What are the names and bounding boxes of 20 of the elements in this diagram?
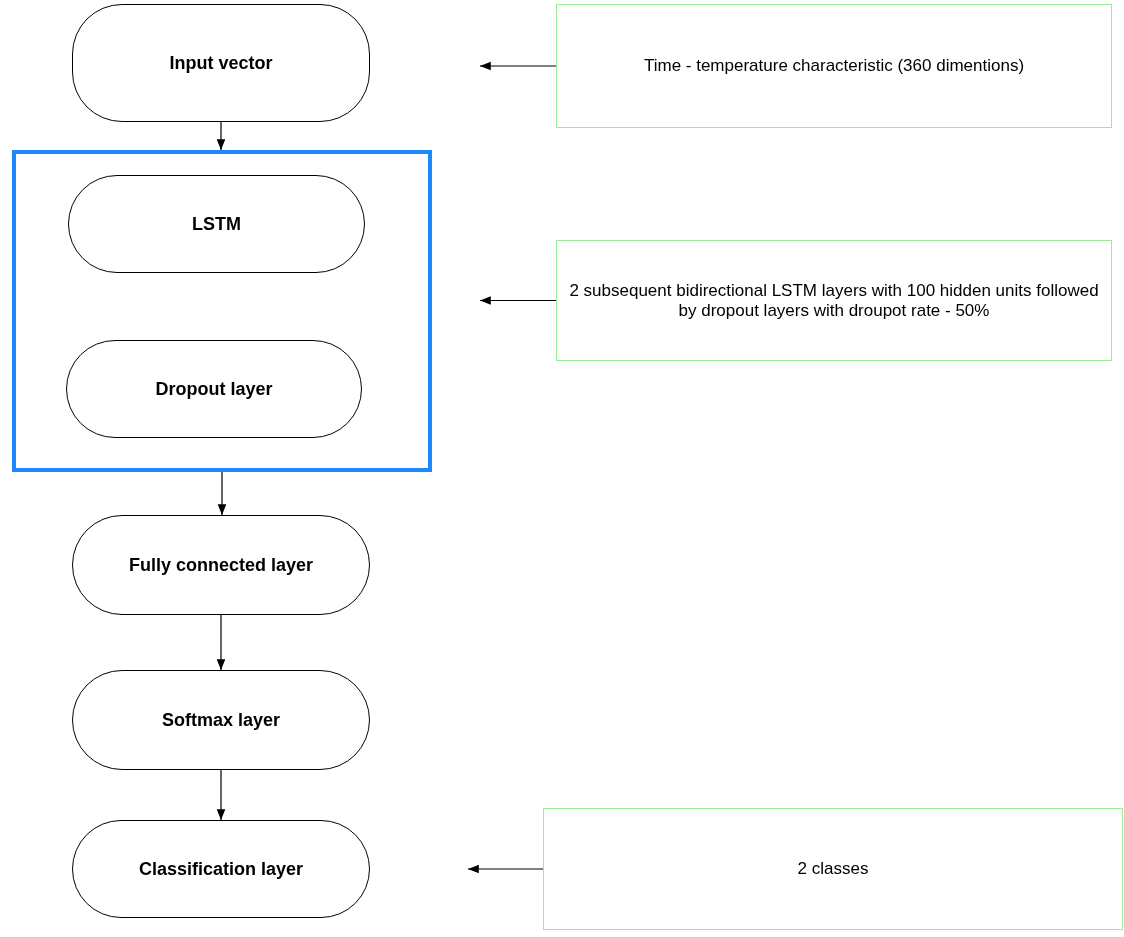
note-box — [556, 4, 1112, 128]
note-box — [543, 808, 1123, 930]
arrow — [216, 121, 226, 151]
node-label: Input vector — [169, 52, 273, 74]
note-text: 2 classes — [797, 859, 869, 879]
arrow — [216, 769, 226, 821]
arrow — [216, 614, 226, 671]
node-label: Classification layer — [138, 858, 304, 880]
node-label: LSTM — [192, 213, 241, 235]
arrow — [467, 864, 544, 874]
note-box — [556, 240, 1112, 361]
node-label: Dropout layer — [155, 378, 273, 400]
arrow — [479, 296, 557, 305]
node-label: Fully connected layer — [128, 554, 314, 576]
arrow — [217, 471, 227, 516]
note-text: Time - temperature characteristic (360 dimentions) — [643, 56, 1025, 76]
note-text: 2 subsequent bidirectional LSTM layers with 100 hidden units followed by dropout layers with droupot rate - 50% — [568, 280, 1100, 321]
arrow — [479, 61, 557, 71]
group-frame — [12, 150, 432, 472]
node-label: Softmax layer — [161, 709, 281, 731]
